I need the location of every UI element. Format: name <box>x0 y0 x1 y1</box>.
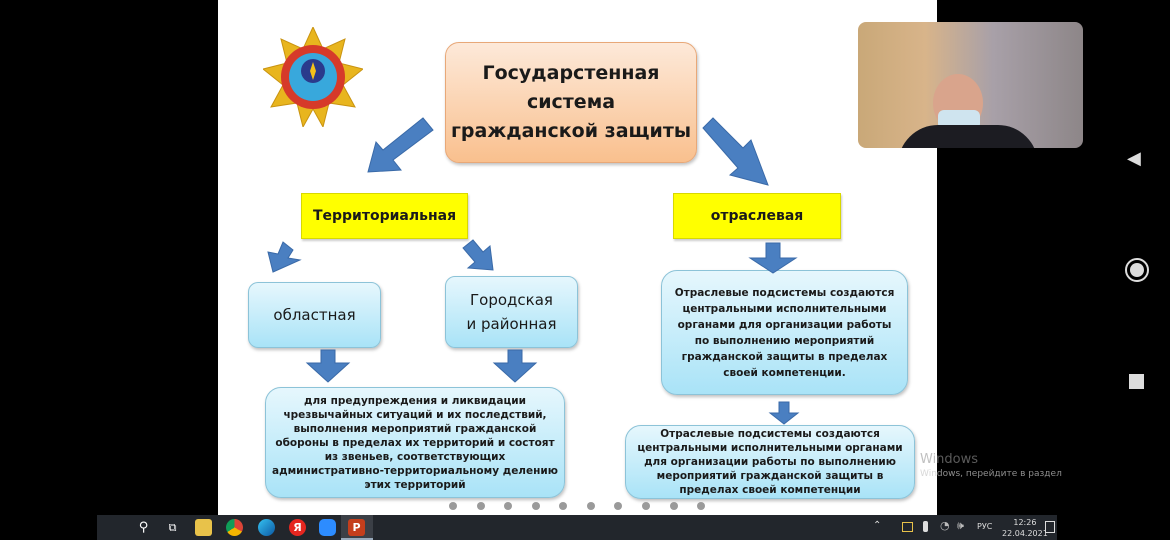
activation-watermark: Windows Windows, перейдите в раздел <box>920 452 1062 479</box>
notifications-icon[interactable] <box>1045 521 1055 533</box>
file-explorer-icon[interactable] <box>195 519 212 536</box>
recents-icon[interactable] <box>1129 374 1144 389</box>
powerpoint-tab[interactable]: P <box>341 515 373 540</box>
clock[interactable]: 12:26 22.04.2021 <box>1002 517 1048 539</box>
task-view-icon[interactable]: ⧉ <box>168 520 177 534</box>
territorial-box: Территориальная <box>301 193 468 239</box>
nav-dot[interactable] <box>697 502 705 510</box>
network-icon[interactable]: ◔ <box>940 519 950 532</box>
emblem-logo <box>261 25 365 129</box>
person-body <box>898 125 1038 148</box>
arrow-icon <box>748 242 798 274</box>
title-line: система <box>526 91 616 113</box>
language-indicator[interactable]: РУС <box>977 522 993 531</box>
territorial-description-box: для предупреждения и ликвидации чрезвыча… <box>265 387 565 498</box>
tray-app-icon[interactable] <box>902 522 913 532</box>
nav-dot[interactable] <box>642 502 650 510</box>
powerpoint-icon: P <box>348 519 365 536</box>
home-icon[interactable] <box>1125 258 1149 282</box>
clock-date: 22.04.2021 <box>1002 529 1048 538</box>
clock-time: 12:26 <box>1013 518 1037 527</box>
nav-dot[interactable] <box>504 502 512 510</box>
sectoral-description-box-1: Отраслевые подсистемы создаются централь… <box>661 270 908 395</box>
tray-chevron-icon[interactable]: ⌃ <box>873 520 882 531</box>
nav-dot[interactable] <box>532 502 540 510</box>
arrow-icon <box>305 349 351 383</box>
title-line: Государстенная <box>482 62 660 84</box>
sectoral-description-box-2: Отраслевые подсистемы создаются централь… <box>625 425 915 499</box>
back-icon[interactable]: ◀ <box>1127 148 1141 169</box>
volume-icon[interactable]: 🕪 <box>957 519 964 532</box>
nav-dot[interactable] <box>614 502 622 510</box>
watermark-line: Windows <box>920 452 979 467</box>
nav-dot[interactable] <box>559 502 567 510</box>
sectoral-box: отраслевая <box>673 193 841 239</box>
start-icon[interactable] <box>106 521 119 534</box>
taskbar: ⚲ ⧉ Я P ⌃ ◔ 🕪 РУС 12:26 22.04.2021 <box>97 515 1057 540</box>
city-line: Городская <box>470 291 553 309</box>
nav-dot[interactable] <box>449 502 457 510</box>
arrow-icon <box>768 401 800 425</box>
title-box: Государстенная система гражданской защит… <box>445 42 697 163</box>
edge-icon[interactable] <box>258 519 275 536</box>
arrow-icon <box>462 239 494 271</box>
webcam-video[interactable] <box>858 22 1083 148</box>
search-icon[interactable]: ⚲ <box>138 520 149 535</box>
watermark-line: Windows, перейдите в раздел <box>920 469 1062 479</box>
city-line: и районная <box>466 315 557 333</box>
regional-box: областная <box>248 282 381 348</box>
nav-dot[interactable] <box>670 502 678 510</box>
title-line: гражданской защиты <box>450 120 692 142</box>
presentation-slide: Государстенная система гражданской защит… <box>218 0 937 515</box>
arrow-icon <box>492 349 538 383</box>
nav-dot[interactable] <box>587 502 595 510</box>
nav-dot[interactable] <box>477 502 485 510</box>
city-district-box: Городская и районная <box>445 276 578 348</box>
yandex-icon[interactable]: Я <box>289 519 306 536</box>
zoom-icon[interactable] <box>319 519 336 536</box>
arrow-icon <box>367 117 434 173</box>
chrome-icon[interactable] <box>226 519 243 536</box>
microphone-icon[interactable] <box>923 521 928 532</box>
arrow-icon <box>702 117 769 186</box>
arrow-icon <box>267 241 302 273</box>
